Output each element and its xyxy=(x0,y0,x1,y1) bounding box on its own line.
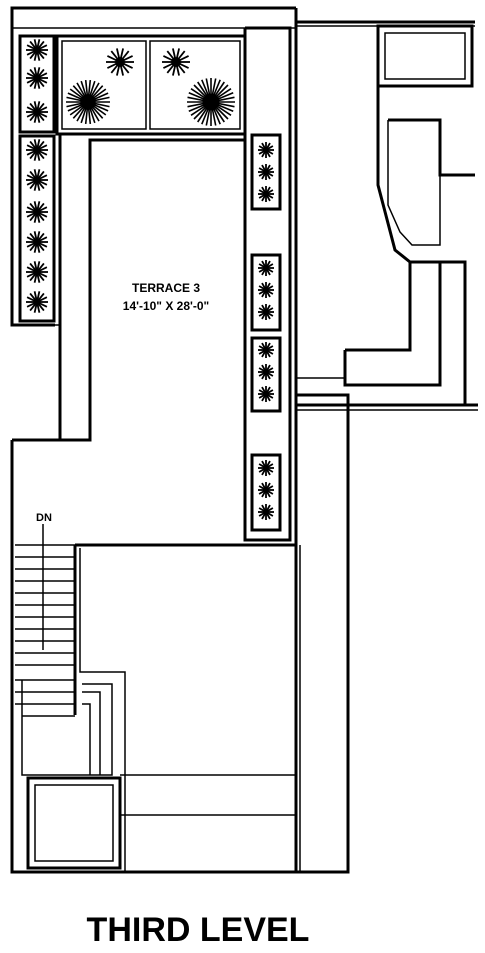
plant-symbol xyxy=(258,186,274,202)
plant-symbol xyxy=(26,39,48,61)
plant-symbol xyxy=(162,48,190,76)
plant-symbol xyxy=(26,139,48,161)
terrace-walls xyxy=(12,26,296,542)
plant-symbols xyxy=(26,39,274,520)
level-title: THIRD LEVEL xyxy=(87,911,310,949)
plant-symbol xyxy=(26,101,48,123)
room-dimensions: 14'-10" X 28'-0" xyxy=(123,299,209,313)
plant-symbol xyxy=(258,260,274,276)
plant-symbol xyxy=(26,201,48,223)
plant-symbol xyxy=(187,78,235,126)
plant-symbol xyxy=(26,67,48,89)
top-planter xyxy=(55,34,247,136)
plant-symbol xyxy=(258,482,274,498)
plant-symbol xyxy=(26,169,48,191)
plant-symbol xyxy=(258,364,274,380)
outer-walls xyxy=(10,6,350,874)
plant-symbol xyxy=(258,460,274,476)
right-planters xyxy=(250,133,282,532)
plant-symbol xyxy=(258,386,274,402)
plant-symbol xyxy=(258,164,274,180)
plant-symbol xyxy=(258,504,274,520)
room-name: TERRACE 3 xyxy=(132,281,200,295)
plant-symbol xyxy=(26,291,48,313)
plant-symbol xyxy=(26,231,48,253)
plant-symbol xyxy=(66,80,110,124)
plant-symbol xyxy=(106,48,134,76)
plant-symbol xyxy=(26,261,48,283)
plant-symbol xyxy=(258,342,274,358)
adjacent-structure xyxy=(296,20,478,411)
left-planter xyxy=(18,34,56,323)
stair-direction-label: DN xyxy=(36,512,52,524)
lower-left-box xyxy=(26,776,122,870)
plant-symbol xyxy=(258,142,274,158)
stair xyxy=(15,524,113,776)
plant-symbol xyxy=(258,282,274,298)
plant-symbol xyxy=(258,304,274,320)
lower-room xyxy=(75,543,301,872)
